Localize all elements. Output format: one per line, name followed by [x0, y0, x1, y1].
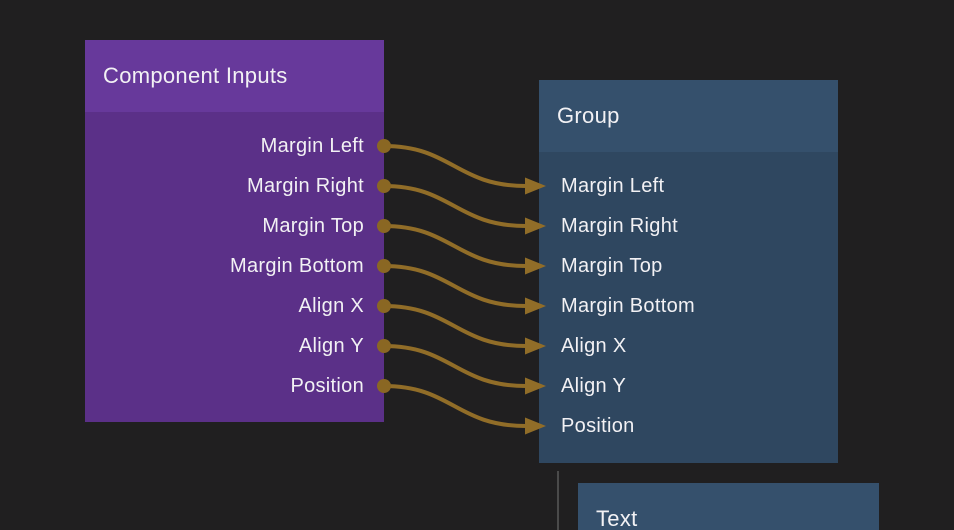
node-component-inputs-header[interactable]: Component Inputs: [85, 40, 384, 112]
input-row-position: Position: [561, 415, 635, 437]
output-port[interactable]: [377, 139, 391, 153]
output-port[interactable]: [377, 379, 391, 393]
group-child-connector-line[interactable]: [557, 471, 559, 530]
connection-wire[interactable]: [382, 184, 528, 228]
output-port[interactable]: [377, 299, 391, 313]
output-port[interactable]: [377, 339, 391, 353]
input-row-margin-bottom: Margin Bottom: [561, 295, 695, 317]
output-row-margin-top: Margin Top: [262, 215, 364, 237]
node-text-header[interactable]: Text: [578, 483, 879, 530]
input-row-align-y: Align Y: [561, 375, 627, 397]
output-row-align-x: Align X: [298, 295, 364, 317]
wire-arrowhead-icon: [525, 337, 546, 355]
connection-wire[interactable]: [382, 344, 528, 388]
output-port[interactable]: [377, 259, 391, 273]
wire-arrowhead-icon: [525, 377, 546, 395]
node-title: Group: [557, 103, 620, 128]
output-row-position: Position: [290, 375, 364, 397]
output-row-margin-left: Margin Left: [260, 135, 364, 157]
connection-wire[interactable]: [382, 144, 528, 188]
output-row-margin-right: Margin Right: [247, 175, 364, 197]
node-title: Text: [596, 506, 638, 530]
output-port[interactable]: [377, 219, 391, 233]
node-group[interactable]: Group Margin Left Margin Right Margin To…: [539, 80, 838, 463]
wire-arrowhead-icon: [525, 217, 546, 235]
output-port[interactable]: [377, 179, 391, 193]
node-group-body: Margin Left Margin Right Margin Top Marg…: [539, 152, 838, 463]
output-row-align-y: Align Y: [298, 335, 364, 357]
node-group-header[interactable]: Group: [539, 80, 838, 152]
wire-arrowhead-icon: [525, 257, 546, 275]
input-row-margin-top: Margin Top: [561, 255, 663, 277]
wire-arrowhead-icon: [525, 417, 546, 435]
node-text[interactable]: Text: [578, 483, 879, 530]
node-component-inputs[interactable]: Component Inputs Margin Left Margin Righ…: [85, 40, 384, 422]
input-row-margin-left: Margin Left: [561, 175, 665, 197]
wire-arrowhead-icon: [525, 177, 546, 195]
node-component-inputs-body: Margin Left Margin Right Margin Top Marg…: [85, 112, 384, 422]
connection-wire[interactable]: [382, 264, 528, 308]
wire-arrowhead-icon: [525, 297, 546, 315]
input-row-align-x: Align X: [561, 335, 627, 357]
node-title: Component Inputs: [103, 63, 288, 88]
connection-wire[interactable]: [382, 224, 528, 268]
connection-wire[interactable]: [382, 304, 528, 348]
connection-wire[interactable]: [382, 384, 528, 428]
input-row-margin-right: Margin Right: [561, 215, 678, 237]
output-row-margin-bottom: Margin Bottom: [230, 255, 364, 277]
